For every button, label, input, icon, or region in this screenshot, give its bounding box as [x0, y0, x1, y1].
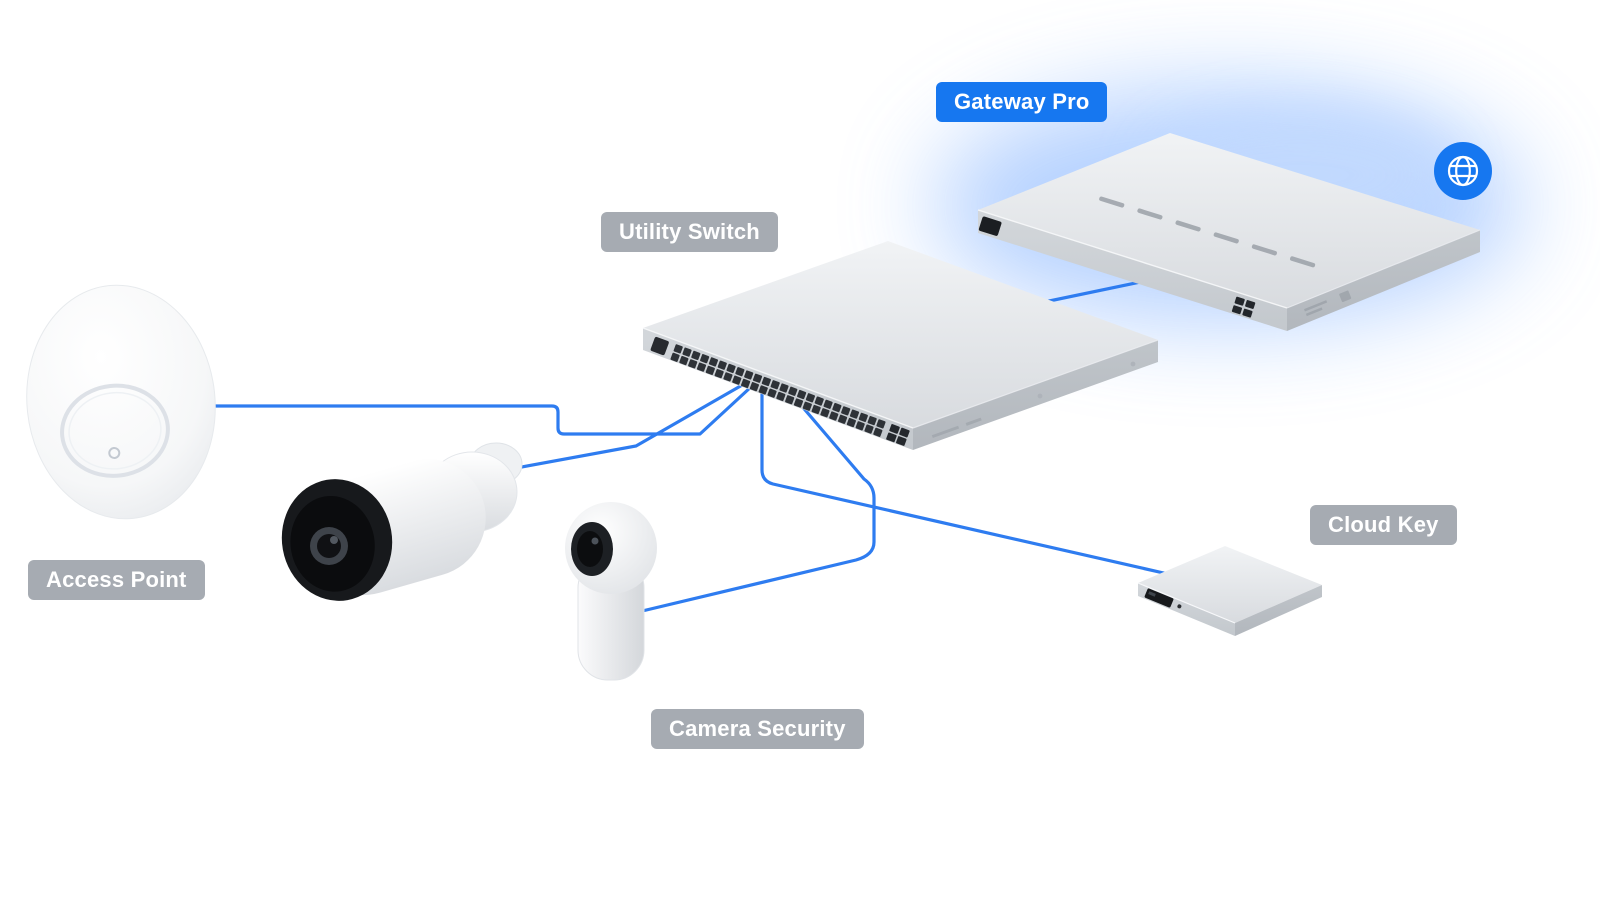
- connection-lines: [210, 278, 1170, 614]
- gateway-pro-device: [977, 133, 1481, 331]
- gateway-display: [978, 216, 1002, 236]
- gateway-side-markings: [1303, 290, 1352, 317]
- access-point-ring: [60, 383, 170, 478]
- bullet-camera-device: [281, 442, 523, 601]
- cloud-key-device: [1137, 546, 1322, 636]
- switch-ports: [670, 344, 910, 446]
- gateway-vents: [1099, 196, 1316, 268]
- gateway-ports: [1231, 296, 1256, 318]
- cloud-key-display: [1144, 588, 1182, 609]
- cloud-key-label: Cloud Key: [1310, 505, 1457, 545]
- link-access-point-switch: [210, 384, 754, 436]
- access-point-logo: [108, 446, 121, 459]
- access-point-device: [26, 284, 216, 520]
- utility-switch-label: Utility Switch: [601, 212, 778, 252]
- switch-port-panel: [650, 336, 910, 446]
- turret-camera-device: [565, 502, 657, 681]
- utility-switch-device: [642, 241, 1159, 450]
- switch-status-display: [650, 336, 669, 356]
- gateway-front-panel: [978, 216, 1256, 318]
- link-bullet-camera-switch: [503, 382, 746, 472]
- globe-icon: [1434, 142, 1492, 200]
- gateway-pro-label: Gateway Pro: [936, 82, 1108, 122]
- access-point-label: Access Point: [28, 560, 205, 600]
- turret-camera-lens: [571, 522, 613, 576]
- link-cloud-key-switch: [760, 388, 1170, 576]
- switch-side-markings: [931, 417, 982, 439]
- link-turret-camera-switch: [636, 402, 876, 614]
- camera-security-label: Camera Security: [651, 709, 864, 749]
